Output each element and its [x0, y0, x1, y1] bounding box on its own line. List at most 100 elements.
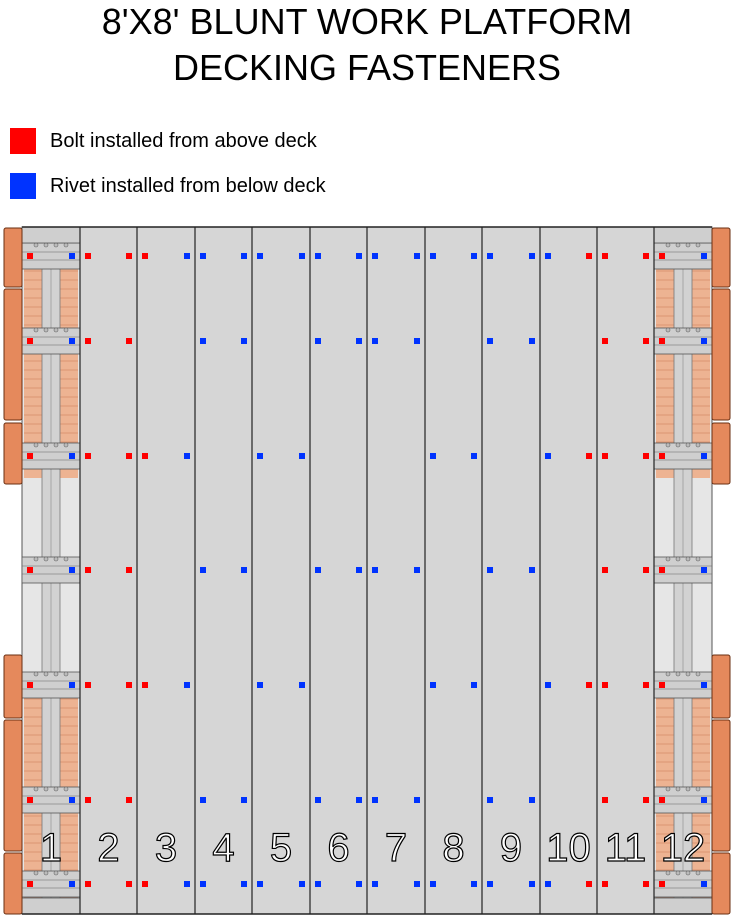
bolt-fastener: [27, 567, 33, 573]
rivet-fastener: [356, 338, 362, 344]
board-number-label: 12: [661, 826, 706, 870]
bolt-fastener: [659, 567, 665, 573]
bolt-fastener: [85, 453, 91, 459]
rivet-fastener: [184, 881, 190, 887]
bolt-fastener: [126, 881, 132, 887]
bolt-fastener: [85, 253, 91, 259]
rivet-fastener: [701, 453, 707, 459]
rivet-swatch-icon: [10, 173, 36, 199]
rivet-fastener: [701, 797, 707, 803]
rivet-fastener: [471, 682, 477, 688]
bolt-fastener: [659, 453, 665, 459]
title-line-1: 8'X8' BLUNT WORK PLATFORM: [101, 1, 633, 42]
bolt-fastener: [659, 682, 665, 688]
rivet-fastener: [701, 682, 707, 688]
board-number-label: 11: [605, 826, 647, 870]
frame-bolt-hole: [33, 870, 39, 876]
frame-bolt-hole: [675, 442, 681, 448]
board-9: 9: [487, 253, 535, 887]
bolt-fastener: [126, 338, 132, 344]
bolt-fastener: [142, 253, 148, 259]
wood-rail-segment: [3, 654, 23, 719]
bolt-fastener: [643, 797, 649, 803]
frame-bolt-hole: [675, 671, 681, 677]
frame-bolt-hole: [53, 442, 59, 448]
frame-bolt-hole: [63, 556, 69, 562]
rivet-fastener: [545, 682, 551, 688]
frame-bolt-hole: [53, 870, 59, 876]
legend-label-rivet: Rivet installed from below deck: [50, 174, 326, 197]
rivet-fastener: [257, 881, 263, 887]
frame-bolt-hole: [53, 327, 59, 333]
frame-bolt-hole: [665, 327, 671, 333]
rivet-fastener: [701, 881, 707, 887]
bolt-fastener: [643, 453, 649, 459]
bolt-fastener: [85, 881, 91, 887]
board-number-label: 9: [500, 826, 522, 870]
frame-bolt-hole: [63, 870, 69, 876]
frame-bolt-hole: [695, 870, 701, 876]
rivet-fastener: [315, 253, 321, 259]
frame-bolt-hole: [33, 327, 39, 333]
rivet-fastener: [372, 338, 378, 344]
bolt-fastener: [586, 881, 592, 887]
rivet-fastener: [414, 253, 420, 259]
frame-bottom-bracket: [21, 897, 81, 915]
rivet-fastener: [372, 567, 378, 573]
rivet-fastener: [184, 682, 190, 688]
bolt-fastener: [27, 881, 33, 887]
rivet-fastener: [69, 338, 75, 344]
bolt-fastener: [602, 567, 608, 573]
wood-rail-segment: [3, 288, 23, 421]
rivet-fastener: [241, 797, 247, 803]
rivet-fastener: [69, 453, 75, 459]
frame-bolt-hole: [43, 327, 49, 333]
rivet-fastener: [487, 253, 493, 259]
frame-bolt-hole: [685, 786, 691, 792]
board-3: 3: [142, 253, 190, 887]
frame-top-bracket: [21, 226, 81, 244]
frame-bolt-hole: [695, 786, 701, 792]
rivet-fastener: [200, 338, 206, 344]
frame-bolt-hole: [695, 442, 701, 448]
rivet-fastener: [299, 881, 305, 887]
rivet-fastener: [315, 338, 321, 344]
bolt-fastener: [643, 567, 649, 573]
bolt-fastener: [126, 797, 132, 803]
frame-bolt-hole: [695, 327, 701, 333]
board-number-label: 10: [546, 826, 591, 870]
rivet-fastener: [299, 253, 305, 259]
rivet-fastener: [471, 253, 477, 259]
rivet-fastener: [200, 567, 206, 573]
bolt-fastener: [27, 253, 33, 259]
bolt-fastener: [659, 797, 665, 803]
frame-bolt-hole: [695, 242, 701, 248]
board-7: 7: [372, 253, 420, 887]
rivet-fastener: [184, 453, 190, 459]
frame-bolt-hole: [665, 442, 671, 448]
frame-bolt-hole: [33, 671, 39, 677]
rivet-fastener: [529, 881, 535, 887]
rivet-fastener: [430, 253, 436, 259]
rivet-fastener: [471, 453, 477, 459]
board-number-label: 4: [212, 826, 234, 870]
rivet-fastener: [414, 567, 420, 573]
wood-rail-segment: [711, 288, 731, 421]
rivet-fastener: [430, 682, 436, 688]
wood-rail-segment: [711, 422, 731, 485]
side-rail-left: [3, 227, 23, 915]
frame-bolt-hole: [695, 556, 701, 562]
frame-bolt-hole: [33, 786, 39, 792]
board-2: 2: [85, 253, 132, 887]
board-6: 6: [315, 253, 362, 887]
frame-bolt-hole: [675, 786, 681, 792]
rivet-fastener: [200, 797, 206, 803]
bolt-fastener: [85, 338, 91, 344]
frame-bolt-hole: [43, 671, 49, 677]
rivet-fastener: [701, 253, 707, 259]
frame-bolt-hole: [665, 786, 671, 792]
rivet-fastener: [372, 797, 378, 803]
rivet-fastener: [545, 253, 551, 259]
board-8: 8: [430, 253, 477, 887]
rivet-fastener: [69, 797, 75, 803]
